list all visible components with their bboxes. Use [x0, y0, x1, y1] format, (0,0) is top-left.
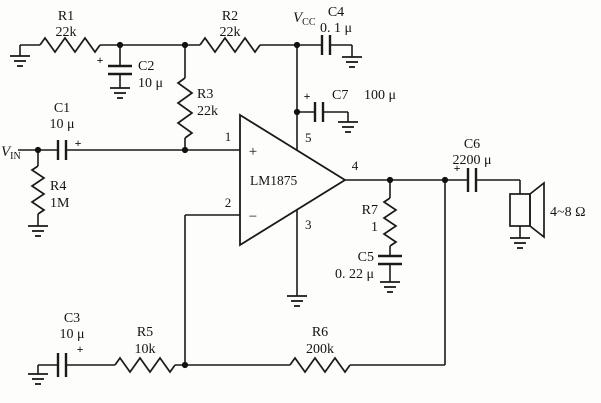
c1-plus-mark: + — [75, 136, 82, 150]
opamp-triangle — [239, 113, 347, 247]
vin-label: VIN — [1, 144, 21, 162]
junction-dots — [34, 41, 449, 369]
r3-ref: R3 — [197, 87, 213, 102]
resistor-r3 — [176, 77, 194, 139]
opamp-lm1875: LM1875 + − — [239, 113, 347, 247]
opamp-part-number: LM1875 — [250, 173, 298, 188]
c3-value: 10 μ — [59, 327, 84, 342]
pin-3-label: 3 — [305, 217, 312, 232]
r3-value: 22k — [197, 104, 218, 119]
noninverting-input-sign: + — [249, 144, 257, 160]
r5-ref: R5 — [137, 325, 153, 340]
r2-value: 22k — [220, 25, 241, 40]
ground-symbol-c2 — [110, 87, 130, 99]
c6-value: 2200 μ — [452, 153, 491, 168]
c2-ref: C2 — [138, 59, 154, 74]
speaker-impedance-label: 4~8 Ω — [550, 205, 585, 220]
capacitor-c1 — [56, 140, 68, 160]
resistor-r1 — [39, 36, 101, 54]
net-labels: VCC VIN — [1, 10, 316, 162]
pin-numbers: 1 2 3 4 5 — [225, 129, 359, 232]
component-labels: R1 22k R2 22k C4 0. 1 μ C2 10 μ R3 22k C… — [49, 5, 585, 357]
c7-value: 100 μ — [364, 88, 396, 103]
c3-plus-mark: + — [77, 342, 84, 356]
capacitor-c3 — [56, 353, 68, 377]
c1-ref: C1 — [54, 101, 70, 116]
r7-ref: R7 — [362, 203, 378, 218]
ground-symbol-pin3 — [287, 295, 307, 307]
c1-value: 10 μ — [49, 117, 74, 132]
capacitor-c5 — [378, 254, 402, 266]
vin-letter: V — [1, 144, 12, 160]
vin-subscript: IN — [10, 151, 21, 162]
ground-symbol-c5 — [380, 281, 400, 293]
resistor-r4 — [30, 165, 46, 215]
c5-value: 0. 22 μ — [335, 267, 374, 282]
inverting-input-sign: − — [249, 209, 257, 225]
c4-value: 0. 1 μ — [320, 21, 352, 36]
vcc-subscript: CC — [302, 17, 316, 28]
r5-value: 10k — [135, 342, 156, 357]
c7-ref: C7 — [332, 88, 348, 103]
r6-value: 200k — [306, 342, 334, 357]
capacitor-c2 — [108, 64, 132, 76]
r1-value: 22k — [56, 25, 77, 40]
r4-ref: R4 — [50, 179, 66, 194]
c7-plus-mark: + — [304, 89, 311, 103]
c2-value: 10 μ — [138, 76, 163, 91]
ground-symbol-r4 — [28, 225, 48, 237]
capacitor-c7 — [313, 102, 325, 122]
c6-ref: C6 — [464, 137, 480, 152]
pin-2-label: 2 — [225, 195, 232, 210]
pin-5-label: 5 — [305, 130, 312, 145]
ground-symbol-top-left — [10, 55, 30, 67]
c3-ref: C3 — [64, 311, 80, 326]
vcc-letter: V — [293, 10, 304, 26]
c5-ref: C5 — [358, 250, 374, 265]
resistor-r7 — [382, 197, 398, 247]
pin-4-label: 4 — [352, 158, 359, 173]
ground-symbol-c4 — [342, 56, 362, 68]
ground-symbol-speaker — [510, 237, 530, 249]
pin-1-label: 1 — [225, 129, 232, 144]
speaker-icon — [509, 181, 545, 239]
capacitor-c4 — [320, 35, 332, 55]
capacitor-c6 — [466, 168, 478, 192]
c4-ref: C4 — [328, 5, 344, 20]
r4-value: 1M — [50, 196, 70, 211]
r1-ref: R1 — [58, 9, 74, 24]
resistor-r6 — [289, 356, 351, 374]
ground-symbol-c3 — [28, 373, 48, 385]
c2-plus-mark: + — [97, 53, 104, 67]
c6-plus-mark: + — [454, 161, 461, 175]
r7-value: 1 — [371, 220, 378, 235]
r2-ref: R2 — [222, 9, 238, 24]
r6-ref: R6 — [312, 325, 328, 340]
resistor-r2 — [199, 36, 261, 54]
polarity-marks: + + + + + — [75, 53, 461, 356]
resistor-r5 — [114, 356, 176, 374]
ground-symbol-c7 — [338, 121, 358, 133]
vcc-label: VCC — [293, 10, 316, 28]
